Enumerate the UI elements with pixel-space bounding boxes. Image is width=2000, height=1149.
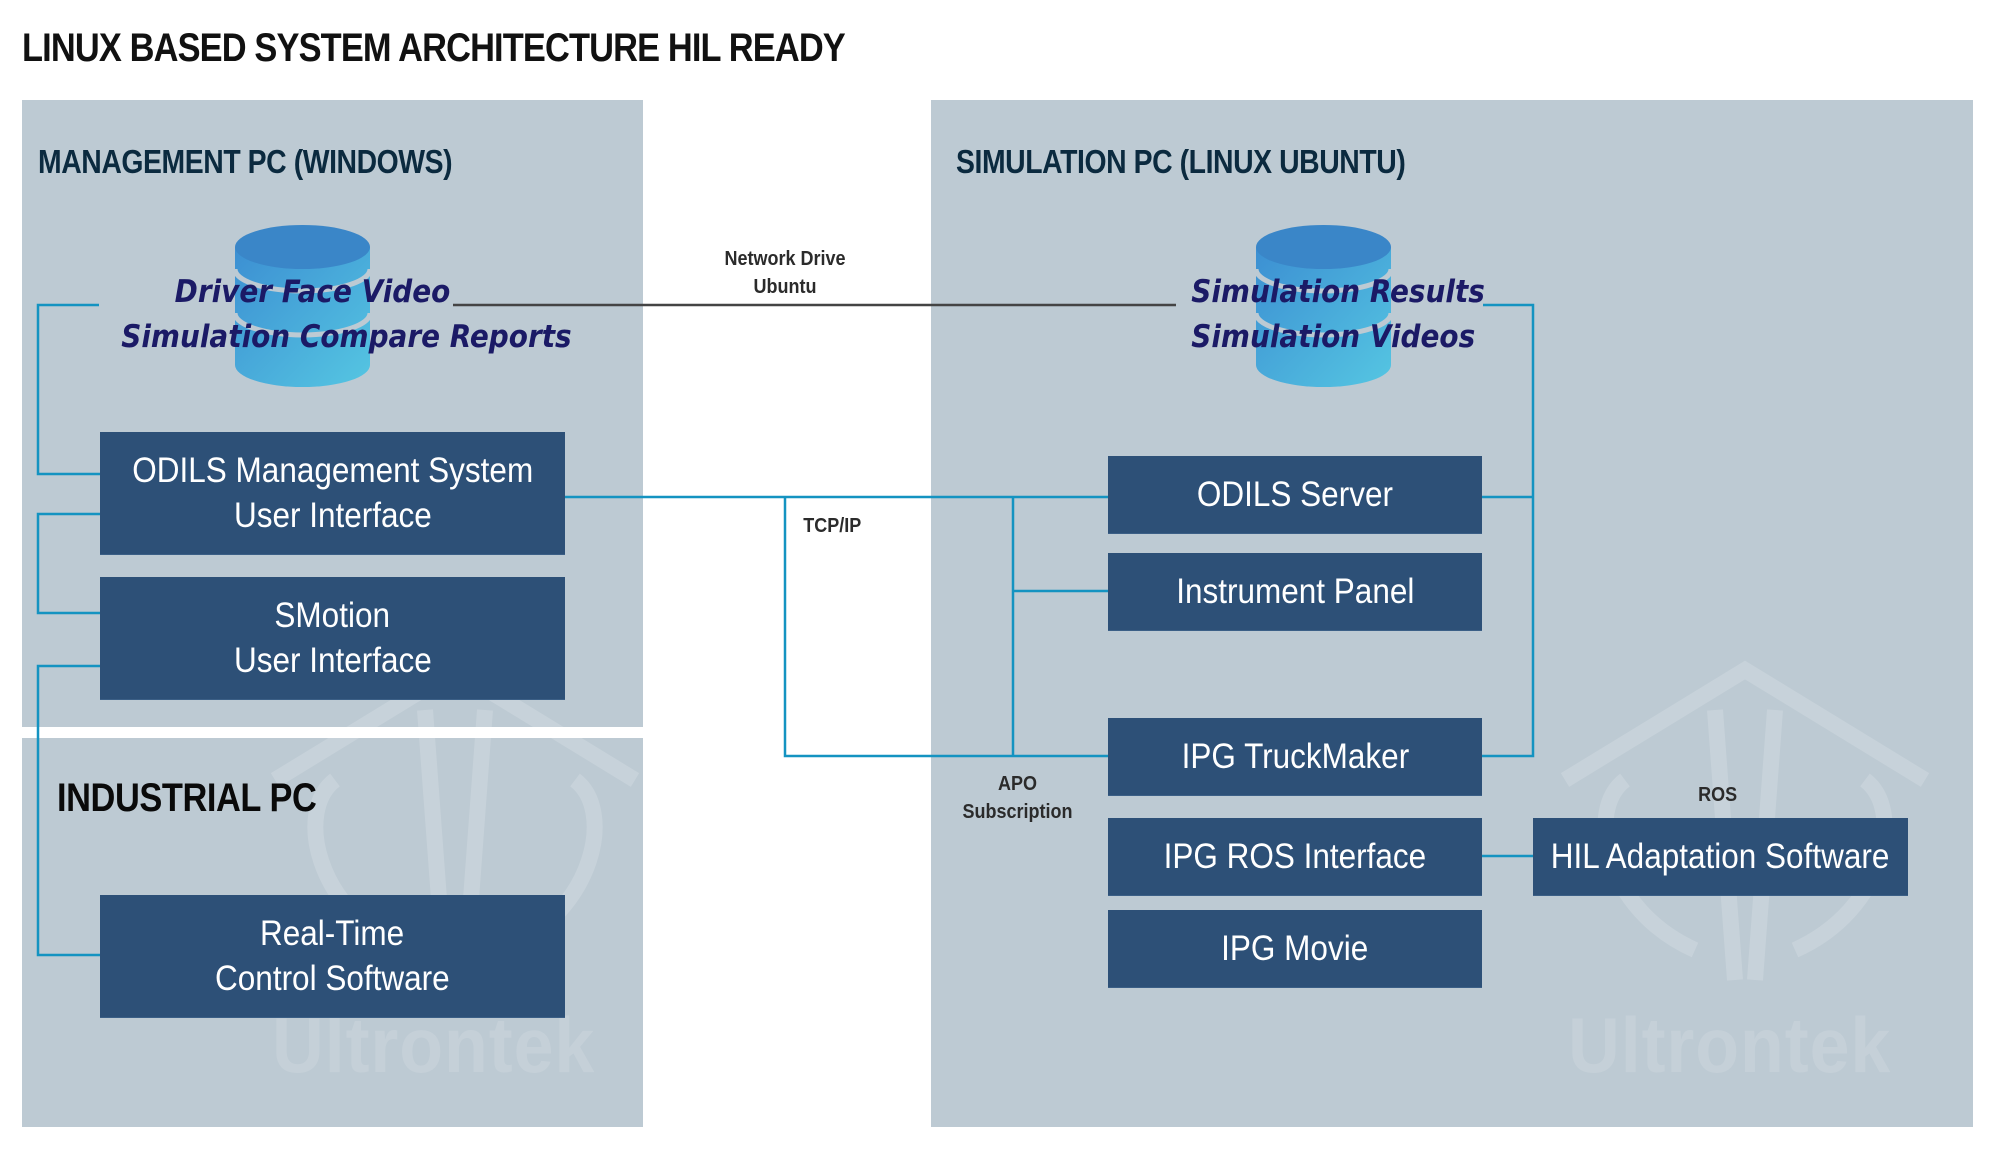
ipg-movie-box[interactable]: IPG Movie bbox=[1108, 910, 1482, 987]
mgmt-to-smotion-wire bbox=[36, 512, 100, 615]
instrument-panel-box[interactable]: Instrument Panel bbox=[1108, 553, 1482, 630]
database-icon bbox=[1256, 225, 1391, 387]
db-label-line: Simulation Compare Reports bbox=[121, 319, 572, 355]
db-to-mgmt-wire bbox=[36, 303, 100, 476]
box-label: Instrument Panel bbox=[1175, 572, 1415, 611]
ipg-ros-interface-box[interactable]: IPG ROS Interface bbox=[1108, 818, 1482, 895]
tcpip-label: TCP/IP bbox=[803, 515, 862, 537]
industrial-pc-title: INDUSTRIAL PC bbox=[57, 776, 317, 820]
odils-server-box[interactable]: ODILS Server bbox=[1108, 456, 1482, 533]
management-db-label: Driver Face Video Simulation Compare Rep… bbox=[121, 270, 572, 360]
network-drive-label: Network Drive Ubuntu bbox=[700, 245, 871, 301]
ros-label: ROS bbox=[1698, 784, 1738, 806]
simulation-db-label: Simulation Results Simulation Videos bbox=[1191, 270, 1485, 360]
ipg-truckmaker-box[interactable]: IPG TruckMaker bbox=[1108, 718, 1482, 795]
management-pc-title: MANAGEMENT PC (WINDOWS) bbox=[38, 143, 453, 180]
db-label-line: Driver Face Video bbox=[174, 274, 451, 310]
apo-label-line: Subscription bbox=[962, 801, 1073, 823]
hil-adaptation-software-box[interactable]: HIL Adaptation Software bbox=[1533, 818, 1908, 895]
apo-subscription-label: APO Subscription bbox=[952, 770, 1083, 826]
box-label: ODILS Server bbox=[1196, 475, 1394, 514]
page-title: LINUX BASED SYSTEM ARCHITECTURE HIL READ… bbox=[22, 26, 846, 70]
box-label: IPG Movie bbox=[1221, 929, 1369, 968]
watermark-text: Ultrontek bbox=[1568, 1001, 1892, 1089]
network-drive-label-line: Ubuntu bbox=[753, 276, 817, 298]
box-label: ODILS Management System bbox=[132, 451, 533, 490]
box-label: HIL Adaptation Software bbox=[1551, 837, 1890, 876]
tcpip-loop-wire bbox=[783, 497, 1108, 758]
box-label: Real-Time bbox=[260, 914, 405, 953]
smotion-to-realtime-wire bbox=[36, 664, 100, 957]
sim-db-bracket-wire bbox=[1482, 303, 1535, 758]
odils-management-ui-box[interactable]: ODILS Management System User Interface bbox=[100, 432, 565, 554]
box-label: User Interface bbox=[233, 496, 432, 535]
network-drive-label-line: Network Drive bbox=[724, 248, 846, 270]
box-label: IPG ROS Interface bbox=[1163, 837, 1427, 876]
apo-label-line: APO bbox=[997, 773, 1038, 795]
smotion-ui-box[interactable]: SMotion User Interface bbox=[100, 577, 565, 699]
realtime-control-software-box[interactable]: Real-Time Control Software bbox=[100, 895, 565, 1017]
db-label-line: Simulation Results bbox=[1191, 274, 1485, 310]
box-label: SMotion bbox=[274, 596, 391, 635]
box-label: Control Software bbox=[215, 959, 450, 998]
box-label: User Interface bbox=[233, 641, 432, 680]
database-icon bbox=[235, 225, 370, 387]
box-label: IPG TruckMaker bbox=[1181, 737, 1409, 776]
simulation-pc-title: SIMULATION PC (LINUX UBUNTU) bbox=[956, 143, 1406, 180]
db-label-line: Simulation Videos bbox=[1191, 319, 1476, 355]
